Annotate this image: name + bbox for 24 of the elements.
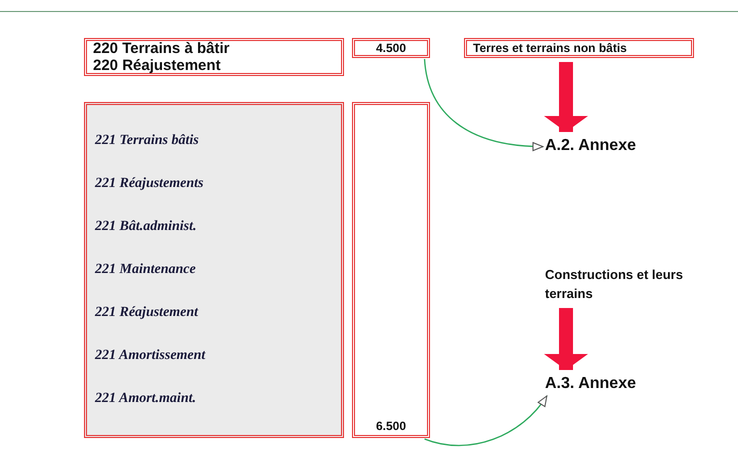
account-label: 220 Terrains à bâtir	[93, 40, 230, 57]
account-label: 221 Terrains bâtis	[95, 132, 199, 149]
curved-arrow	[424, 396, 548, 446]
account-label: 221 Réajustements	[95, 176, 204, 192]
account-label: 221 Maintenance	[95, 262, 196, 278]
amount-value: 4.500	[376, 41, 406, 55]
account-label: 220 Réajustement	[93, 57, 221, 74]
category-box	[464, 38, 694, 58]
account-label: 221 Amortissement	[95, 348, 206, 364]
account-label: 221 Réajustement	[95, 305, 198, 322]
account-label: 221 Bât.administ.	[95, 218, 197, 235]
account-list-panel	[84, 102, 344, 438]
category-label: Constructions et leurs terrains	[545, 266, 705, 304]
amount-column-box	[352, 102, 430, 438]
annex-reference: A.3. Annexe	[545, 372, 636, 396]
block-arrow	[544, 308, 588, 370]
category-label: Terres et terrains non bâtis	[473, 41, 627, 55]
account-label: 221 Amort.maint.	[95, 391, 196, 408]
curved-arrow	[424, 58, 544, 151]
annex-reference: A.2. Annexe	[545, 134, 636, 158]
block-arrow	[544, 62, 588, 132]
account-box	[84, 38, 344, 76]
amount-value: 6.500	[376, 419, 406, 433]
amount-box	[352, 38, 430, 58]
